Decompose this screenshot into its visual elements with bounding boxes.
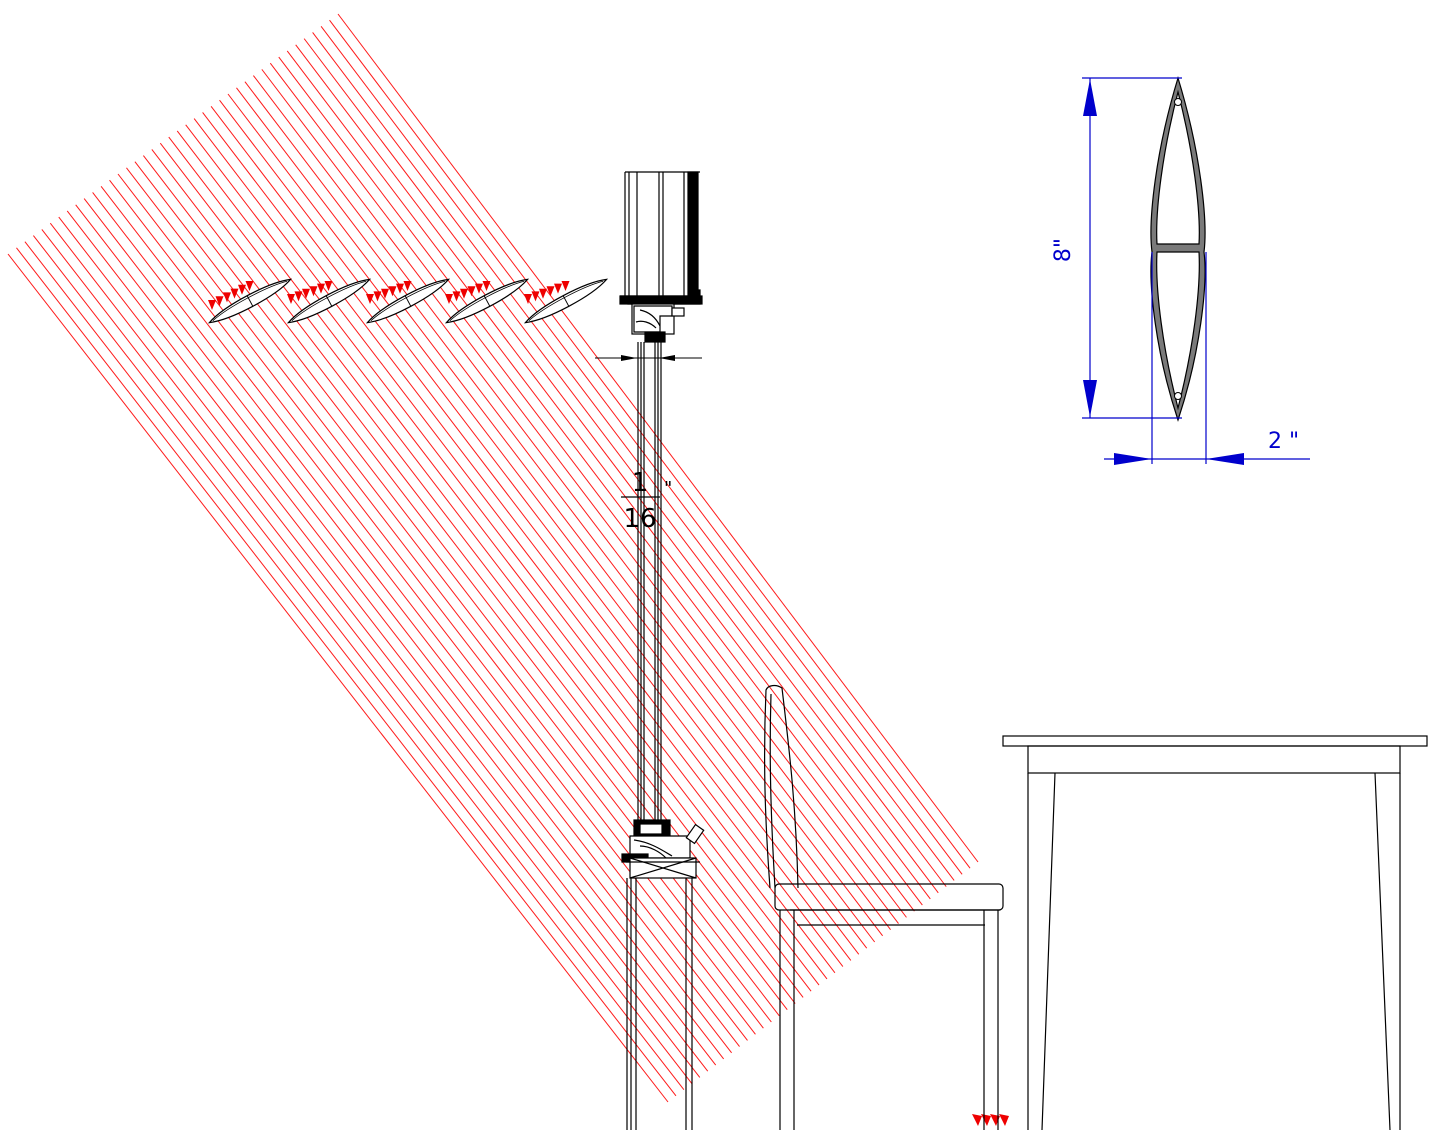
exterior-louvers <box>207 278 609 324</box>
sun-ray-line <box>168 136 820 986</box>
triangle-arrowhead-icon <box>445 294 453 304</box>
triangle-arrowhead-icon <box>287 294 295 304</box>
triangle-arrowhead-icon <box>482 281 491 291</box>
sun-ray-line <box>329 19 971 869</box>
sun-ray-line <box>303 38 947 887</box>
sun-ray-line <box>41 229 701 1078</box>
table-left-leg <box>1027 772 1056 1130</box>
sun-ray-line <box>176 130 828 980</box>
triangle-arrowhead-icon <box>561 281 570 291</box>
triangle-arrowhead-icon <box>317 283 325 294</box>
table-apron <box>1027 745 1401 774</box>
triangle-arrowhead-icon <box>373 291 382 302</box>
sun-ray-line <box>66 210 725 1060</box>
glass-thickness-unit: " <box>664 478 672 499</box>
sun-ray-line <box>75 204 732 1054</box>
table-right-leg <box>1374 772 1401 1130</box>
glass-thickness-numerator: 1 <box>632 468 649 498</box>
triangle-arrowhead-icon <box>524 294 532 304</box>
louver-blade <box>523 278 609 324</box>
sun-ray-line <box>7 253 669 1103</box>
triangle-arrowhead-icon <box>294 291 303 302</box>
window-section <box>595 171 705 1130</box>
sun-ray-line <box>312 32 955 881</box>
sun-ray-line <box>83 198 740 1047</box>
sun-ray-line <box>202 112 852 961</box>
sun-ray-line <box>295 44 939 894</box>
chair <box>763 684 1004 1130</box>
sun-ray-line <box>92 192 748 1041</box>
glass-thickness-label: 1 16 " <box>621 468 672 534</box>
glass-thickness-denominator: 16 <box>623 504 656 534</box>
sun-ray-line <box>49 222 709 1072</box>
triangle-arrowhead-icon <box>309 286 318 297</box>
sun-ray-line <box>269 62 915 912</box>
sun-ray-line <box>185 124 836 974</box>
table-top <box>1002 735 1428 747</box>
louver-blade <box>444 278 530 324</box>
triangle-arrowhead-icon <box>388 286 397 297</box>
triangle-arrowhead-icon <box>999 1114 1009 1126</box>
chair-backrest <box>763 684 799 889</box>
triangle-arrowhead-icon <box>302 288 310 299</box>
sun-ray-line <box>193 118 844 967</box>
triangle-arrowhead-icon <box>981 1114 991 1126</box>
sun-rays <box>7 13 1009 1126</box>
sun-ray-line <box>252 75 899 924</box>
sun-ray-line <box>24 241 685 1090</box>
triangle-arrowhead-icon <box>554 283 562 294</box>
sun-ray-line <box>261 69 907 918</box>
louver-blade <box>286 278 372 324</box>
louver-blade <box>207 278 293 324</box>
sun-ray-line <box>278 56 923 906</box>
sun-ray-line <box>100 186 756 1035</box>
sun-ray-line <box>286 50 931 900</box>
glass-thickness-dimension <box>595 355 702 361</box>
triangle-arrowhead-icon <box>223 292 231 303</box>
triangle-arrowhead-icon <box>245 281 254 291</box>
triangle-arrowhead-icon <box>230 288 239 299</box>
glass-pane <box>637 342 662 822</box>
louver-detail: 8" 2 " <box>1051 75 1310 465</box>
sun-ray-line <box>151 149 804 998</box>
window-head-frame <box>619 171 703 343</box>
triangle-arrowhead-icon <box>215 296 224 307</box>
sun-ray-line <box>244 81 891 930</box>
sun-ray-line <box>58 216 717 1066</box>
louver-height-label: 8" <box>1051 238 1076 262</box>
triangle-arrowhead-icon <box>396 283 404 294</box>
triangle-arrowhead-icon <box>475 283 483 294</box>
louver-profile-section <box>1150 75 1206 422</box>
triangle-arrowhead-icon <box>366 294 374 304</box>
sun-ray-line <box>236 87 884 937</box>
triangle-arrowhead-icon <box>238 284 246 295</box>
triangle-arrowhead-icon <box>324 281 333 291</box>
louver-width-label: 2 " <box>1268 429 1299 454</box>
triangle-arrowhead-icon <box>539 288 547 299</box>
table <box>1002 735 1428 1130</box>
triangle-arrowhead-icon <box>467 286 476 297</box>
louver-blade <box>365 278 451 324</box>
sun-ray-line <box>109 179 764 1029</box>
triangle-arrowhead-icon <box>460 288 468 299</box>
sun-ray-line <box>227 93 876 943</box>
triangle-arrowhead-icon <box>381 288 389 299</box>
triangle-arrowhead-icon <box>531 291 540 302</box>
louver-width-dimension <box>1104 252 1310 465</box>
sun-ray-line <box>32 235 693 1084</box>
triangle-arrowhead-icon <box>546 286 555 297</box>
wall-below <box>626 878 693 1130</box>
louver-height-dimension <box>1082 77 1182 419</box>
triangle-arrowhead-icon <box>452 291 461 302</box>
sun-ray-line <box>219 99 868 949</box>
sun-ray-line <box>159 142 812 992</box>
sun-ray-line <box>210 106 860 955</box>
window-sill-frame <box>621 819 705 879</box>
triangle-arrowhead-icon <box>403 281 412 291</box>
triangle-arrowhead-icon <box>208 300 216 310</box>
triangle-arrowhead-icon <box>972 1114 982 1126</box>
sun-ray-line <box>16 247 677 1097</box>
